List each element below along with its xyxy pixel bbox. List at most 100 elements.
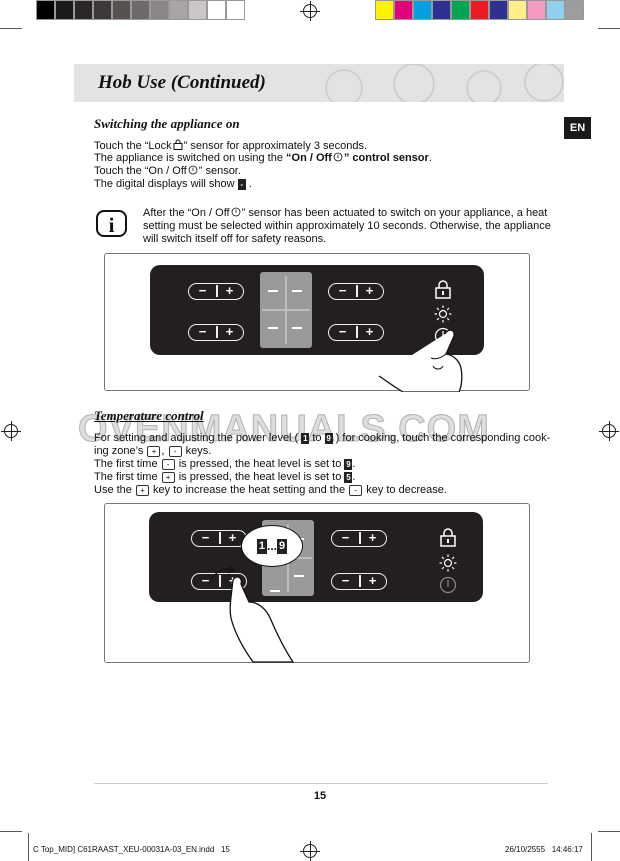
display-digit: 9 bbox=[324, 432, 333, 444]
figure-hob-on: −+ −+ −+ −+ bbox=[104, 253, 530, 392]
swatch bbox=[112, 0, 131, 20]
lock-icon bbox=[173, 139, 183, 150]
swatch bbox=[188, 0, 207, 20]
swatch bbox=[36, 0, 55, 20]
zone-rear-left-plus-minus[interactable]: −+ bbox=[188, 283, 244, 300]
header-band: Hob Use (Continued) bbox=[74, 64, 564, 102]
swatch bbox=[55, 0, 74, 20]
info-note-line: will switch itself off for safety reason… bbox=[143, 233, 327, 245]
body-text-line: ing zone’s +, - keys. bbox=[94, 445, 212, 457]
plus-key-icon: + bbox=[147, 445, 161, 457]
zone-front-right-plus-minus[interactable]: −+ bbox=[331, 573, 387, 590]
registration-mark-icon bbox=[1, 421, 21, 441]
pointing-hand-icon bbox=[378, 329, 463, 392]
body-text-line: The digital displays will show - . bbox=[94, 178, 252, 190]
swatch bbox=[527, 0, 546, 20]
info-icon: i bbox=[96, 210, 127, 237]
figure-temperature-control: −+ −+ −+ −+ 1...9 bbox=[104, 503, 530, 663]
lock-sensor-icon[interactable] bbox=[434, 280, 452, 300]
swatch bbox=[565, 0, 584, 20]
display-dash bbox=[270, 590, 280, 592]
display-digit: 1 bbox=[301, 432, 310, 444]
swatch bbox=[74, 0, 93, 20]
footer-rule bbox=[94, 783, 548, 784]
swatch bbox=[394, 0, 413, 20]
swatch bbox=[508, 0, 527, 20]
power-icon bbox=[188, 165, 198, 175]
crop-mark bbox=[0, 831, 22, 832]
display-digit: 9 bbox=[344, 458, 353, 470]
body-text-line: The first time + is pressed, the heat le… bbox=[94, 471, 356, 483]
page-number: 15 bbox=[313, 790, 327, 802]
plus-key-icon: + bbox=[135, 484, 149, 496]
swatch bbox=[375, 0, 394, 20]
body-text-line: For setting and adjusting the power leve… bbox=[94, 432, 551, 444]
zone-front-left-plus-minus[interactable]: −+ bbox=[188, 324, 244, 341]
body-text-line: Touch the “On / Off” sensor. bbox=[94, 165, 241, 177]
minus-key-icon: - bbox=[161, 458, 175, 470]
crop-mark bbox=[598, 28, 620, 29]
footer-file-info: C Top_MID] C61RAAST_XEU-00031A-03_EN.ind… bbox=[33, 845, 230, 854]
info-note-line: After the “On / Off” sensor has been act… bbox=[143, 207, 548, 219]
display-dash bbox=[268, 290, 278, 292]
level-callout-bubble: 1...9 bbox=[241, 525, 303, 567]
swatch bbox=[207, 0, 226, 20]
body-text-line: The first time - is pressed, the heat le… bbox=[94, 458, 356, 470]
registration-mark-icon bbox=[300, 841, 320, 861]
swatch bbox=[150, 0, 169, 20]
crop-mark bbox=[598, 831, 620, 832]
display-dash bbox=[292, 327, 302, 329]
page-title: Hob Use (Continued) bbox=[98, 72, 266, 93]
control-panel: −+ −+ −+ −+ bbox=[149, 512, 483, 602]
swatch bbox=[413, 0, 432, 20]
zone-front-right-plus-minus[interactable]: −+ bbox=[328, 324, 384, 341]
section-heading-temperature: Temperature control bbox=[94, 408, 204, 423]
vegetable-pattern-icon bbox=[325, 64, 564, 102]
pointing-hand-icon bbox=[210, 565, 295, 663]
swatch bbox=[546, 0, 565, 20]
swatch bbox=[226, 0, 245, 20]
zone-rear-left-plus-minus[interactable]: −+ bbox=[191, 530, 247, 547]
crop-mark bbox=[0, 28, 22, 29]
display-dash bbox=[268, 327, 278, 329]
power-icon bbox=[333, 152, 343, 162]
keep-warm-sensor-icon[interactable] bbox=[434, 305, 452, 323]
registration-mark-icon bbox=[599, 421, 619, 441]
display-digit: 1 bbox=[256, 539, 267, 555]
zone-rear-right-plus-minus[interactable]: −+ bbox=[328, 283, 384, 300]
lock-sensor-icon[interactable] bbox=[439, 528, 457, 548]
swatch bbox=[470, 0, 489, 20]
display-digit: 9 bbox=[277, 539, 287, 555]
digital-display bbox=[260, 272, 312, 348]
info-note-line: setting must be selected within approxim… bbox=[143, 220, 551, 232]
registration-mark-icon bbox=[300, 1, 320, 21]
minus-key-icon: - bbox=[349, 484, 363, 496]
control-panel: −+ −+ −+ −+ bbox=[150, 265, 484, 355]
watermark: OVENMANUALS.COM bbox=[78, 408, 490, 451]
swatch bbox=[93, 0, 112, 20]
display-dash bbox=[294, 575, 304, 577]
crop-mark bbox=[591, 833, 592, 861]
swatch bbox=[489, 0, 508, 20]
body-text-line: Touch the “Lock” sensor for approximatel… bbox=[94, 139, 368, 152]
body-text-line: The appliance is switched on using the “… bbox=[94, 152, 432, 164]
swatch bbox=[432, 0, 451, 20]
zone-rear-right-plus-minus[interactable]: −+ bbox=[331, 530, 387, 547]
swatch bbox=[169, 0, 188, 20]
svg-text:i: i bbox=[109, 213, 115, 237]
crop-mark bbox=[28, 833, 29, 861]
display-digit: 5 bbox=[344, 471, 353, 483]
display-dash bbox=[292, 290, 302, 292]
body-text-line: Use the + key to increase the heat setti… bbox=[94, 484, 447, 496]
section-heading-switching-on: Switching the appliance on bbox=[94, 116, 240, 131]
swatch bbox=[451, 0, 470, 20]
keep-warm-sensor-icon[interactable] bbox=[439, 554, 457, 572]
swatch bbox=[131, 0, 150, 20]
footer-timestamp: 26/10/2555 14:46:17 bbox=[505, 845, 583, 854]
display-digit: - bbox=[237, 178, 246, 190]
plus-key-icon: + bbox=[161, 471, 175, 483]
power-icon bbox=[231, 207, 241, 217]
on-off-sensor-icon[interactable] bbox=[439, 576, 457, 594]
minus-key-icon: - bbox=[168, 445, 182, 457]
language-tab: EN bbox=[564, 117, 591, 139]
